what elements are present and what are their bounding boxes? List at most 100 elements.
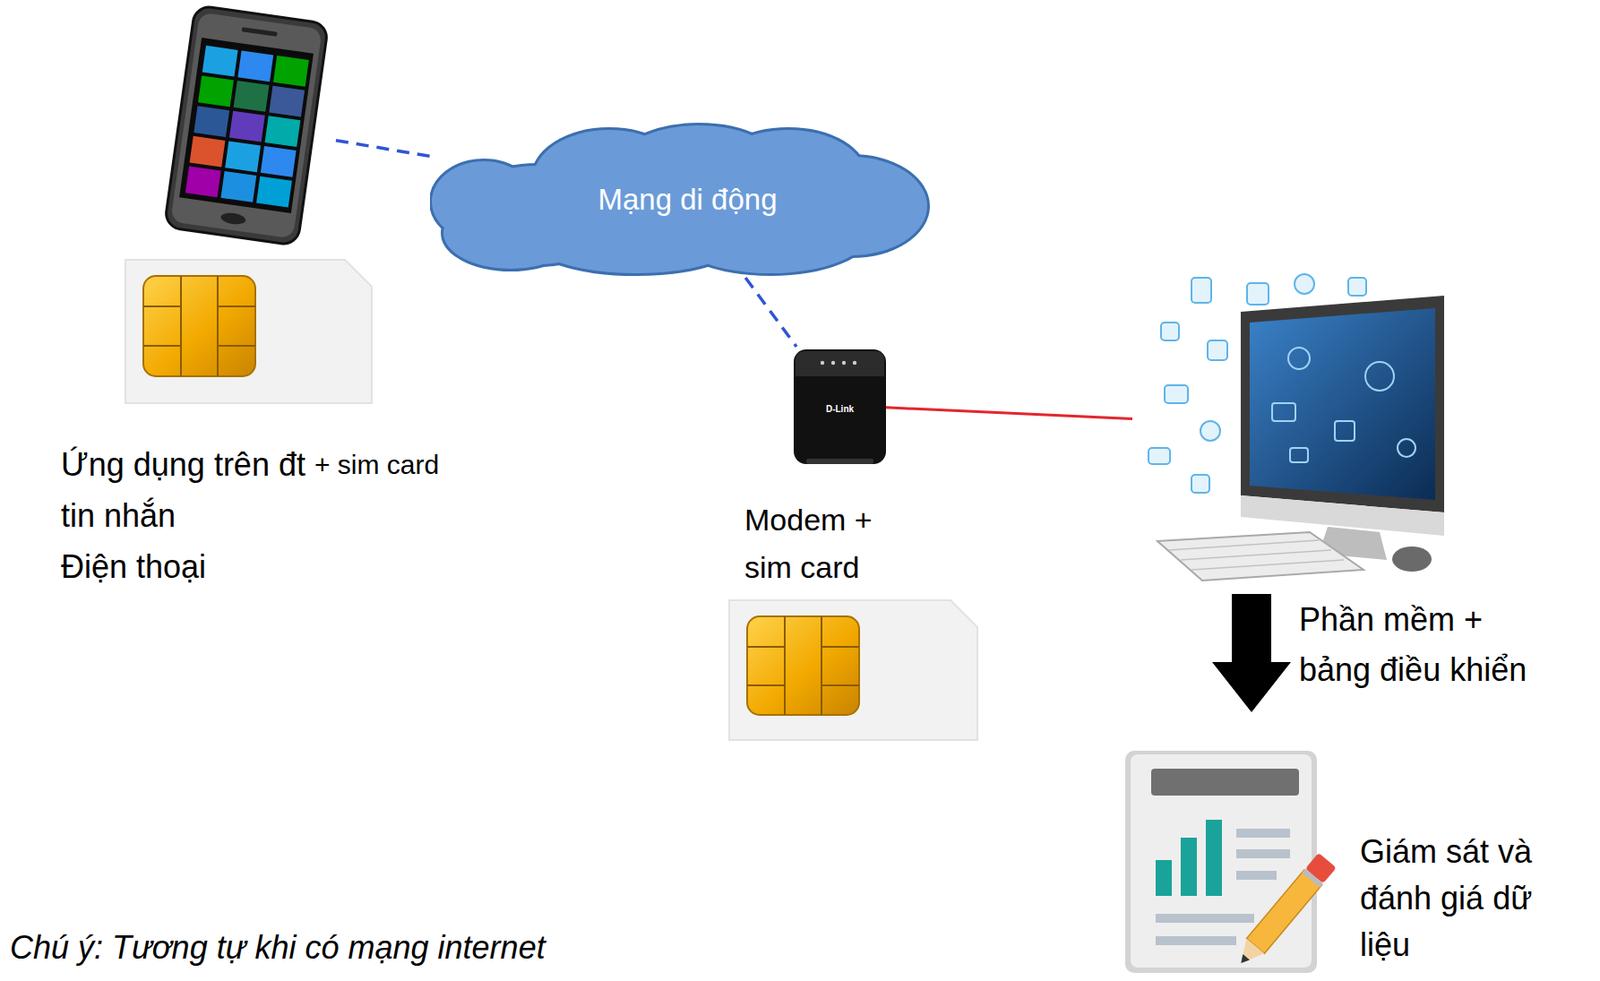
brand-label: D-Link xyxy=(811,404,869,415)
screen-icon xyxy=(1290,447,1308,463)
computer-illustration xyxy=(1240,295,1445,513)
report-icon xyxy=(1236,870,1277,880)
phone-illustration xyxy=(193,105,230,138)
keyboard-keys xyxy=(1169,540,1319,551)
software-caption: Phần mềm + bảng điều khiển xyxy=(1298,594,1541,696)
floating-icon xyxy=(1148,447,1170,465)
keyboard-keys xyxy=(1169,540,1344,570)
report-icon xyxy=(1125,750,1317,973)
modem-illustration xyxy=(806,458,874,465)
sim-card xyxy=(217,305,256,308)
pencil xyxy=(1246,869,1322,954)
modem-caption: Modem + sim card xyxy=(744,496,906,592)
phone-illustration xyxy=(241,26,278,37)
floating-icon xyxy=(1200,421,1221,441)
modem-illustration xyxy=(820,361,825,365)
computer-illustration xyxy=(1249,308,1436,500)
sim-card xyxy=(729,600,978,740)
device-caption: Điện thoại xyxy=(60,541,207,593)
report-icon xyxy=(1151,768,1299,796)
modem-illustration xyxy=(793,349,887,465)
cloud-fill xyxy=(443,197,578,269)
phone-illustration xyxy=(202,45,239,78)
sim-card xyxy=(143,275,256,377)
phone-illustration xyxy=(273,55,310,87)
connector-line xyxy=(335,140,431,157)
block-arrow xyxy=(1212,593,1291,713)
pencil xyxy=(1231,938,1265,972)
screen-icon xyxy=(1334,421,1355,441)
phone-illustration xyxy=(170,12,323,240)
floating-icon xyxy=(1348,277,1367,296)
cloud-label: Mạng di động xyxy=(430,180,946,220)
device-caption: + sim card xyxy=(314,438,439,491)
phone-illustration xyxy=(197,76,234,108)
keyboard-keys xyxy=(1180,550,1332,560)
sim-card xyxy=(821,645,860,648)
screen-icon xyxy=(1288,347,1310,370)
screen-icon xyxy=(1272,403,1296,422)
modem-illustration xyxy=(795,351,885,377)
sim-card xyxy=(821,684,860,687)
report-node: Giám sát và đánh giá dữ liệu xyxy=(1125,748,1322,975)
modem-illustration xyxy=(842,361,846,365)
note-text: Chú ý: Tương tự khi có mạng internet xyxy=(9,928,546,968)
screen-icon xyxy=(1272,347,1416,463)
keyboard-keys xyxy=(1191,559,1344,570)
modem-illustration xyxy=(852,361,857,365)
pencil xyxy=(1305,852,1337,884)
phone-illustration xyxy=(163,5,328,246)
connector-line xyxy=(745,277,797,347)
screen-icon xyxy=(1397,438,1416,457)
phone-illustration xyxy=(233,80,270,112)
report-icon xyxy=(1180,837,1197,896)
phone-illustration xyxy=(256,176,293,208)
phone-illustration xyxy=(265,115,302,147)
report-icon xyxy=(1130,754,1312,968)
report-caption: Giám sát và đánh giá dữ liệu xyxy=(1359,828,1575,969)
sim-card xyxy=(820,616,823,715)
screen-icon xyxy=(1365,361,1394,391)
sim-card xyxy=(747,684,785,687)
phone-illustration xyxy=(237,50,274,82)
floating-icon xyxy=(1191,474,1210,493)
phone-illustration xyxy=(224,140,261,173)
modem-illustration xyxy=(793,349,887,465)
sim-card xyxy=(783,616,786,715)
sim-card xyxy=(216,275,219,377)
report-icon xyxy=(1236,828,1291,838)
pencil xyxy=(1238,954,1250,966)
sim-card xyxy=(747,645,785,648)
floating-icon xyxy=(1191,277,1212,303)
device-caption: tin nhắn xyxy=(60,490,176,542)
computer-illustration xyxy=(1148,274,1445,581)
sim-card xyxy=(729,600,978,740)
report-icon xyxy=(1205,819,1222,896)
sim-card xyxy=(143,305,181,308)
phone-illustration xyxy=(220,171,257,203)
report-icon xyxy=(1155,936,1237,946)
phone-illustration xyxy=(220,211,247,226)
floating-icon xyxy=(1294,274,1315,294)
phone-node: Ứng dụng trên đt+ sim cardtin nhắnĐiện t… xyxy=(156,8,336,242)
sim-card xyxy=(143,344,181,347)
floating-icon xyxy=(1207,340,1228,361)
report-icon xyxy=(1155,860,1172,896)
phone-illustration xyxy=(268,86,305,118)
phone-illustration xyxy=(229,111,266,143)
sim-card xyxy=(747,616,860,715)
phone-illustration xyxy=(260,146,297,178)
sim-card xyxy=(125,259,372,404)
computer-node: Phần mềm + bảng điều khiển xyxy=(1132,270,1445,582)
report-icon xyxy=(1155,913,1255,923)
phone-illustration xyxy=(189,136,226,168)
connector-line xyxy=(886,407,1133,420)
report-icon xyxy=(1236,849,1291,859)
cloud-outline xyxy=(443,197,578,269)
report-icon xyxy=(1125,750,1337,973)
phone-illustration xyxy=(179,37,314,214)
phone-illustration xyxy=(185,166,222,198)
computer-illustration xyxy=(1157,532,1364,581)
floating-icon xyxy=(1164,385,1188,404)
